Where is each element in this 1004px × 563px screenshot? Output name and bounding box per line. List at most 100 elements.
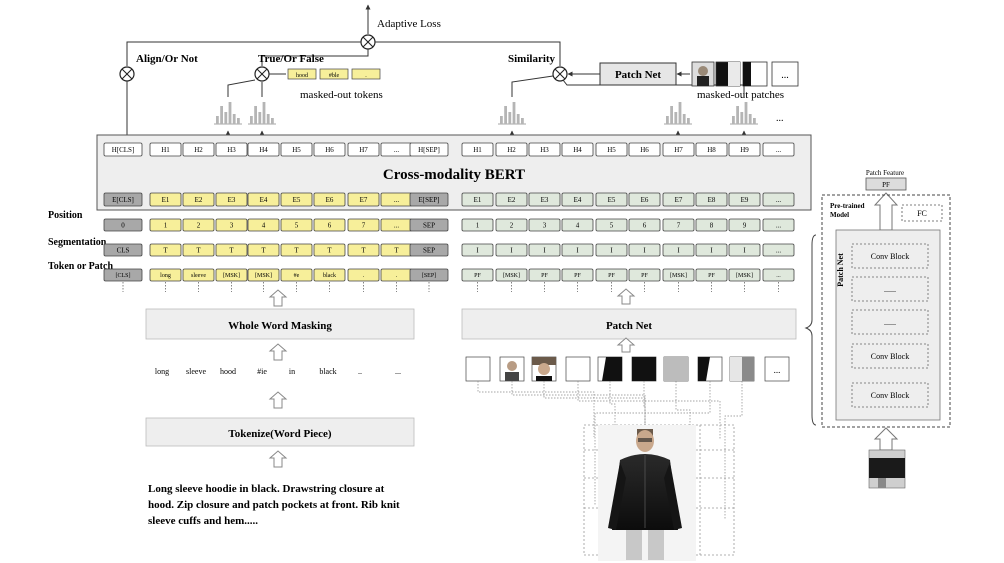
svg-text:Conv Block: Conv Block [871, 391, 909, 400]
adaptive-loss-label: Adaptive Loss [377, 18, 441, 30]
segment-cell [595, 243, 628, 257]
position-text: 3 [543, 222, 547, 230]
token-cell [495, 268, 528, 282]
position-text: 1 [476, 222, 480, 230]
token-text: long [160, 273, 171, 279]
position-text: 4 [262, 222, 266, 230]
up-arrow-icon [873, 192, 899, 231]
segment-cell [728, 243, 761, 257]
truefalse-label: True/Or False [258, 53, 324, 65]
segment-text: I [576, 247, 579, 255]
hidden-state-cell [762, 142, 795, 157]
token-text: [CLS] [116, 273, 131, 279]
segment-text: SEP [423, 247, 435, 255]
segment-text: I [743, 247, 746, 255]
embedding-cell [561, 192, 594, 207]
token-text: PF [574, 273, 581, 279]
svg-text:hood: hood [296, 73, 308, 79]
segment-cell [280, 243, 313, 257]
segment-cell [695, 243, 728, 257]
embedding-cell [662, 192, 695, 207]
embedding-text: ... [776, 196, 782, 204]
embedding-cell [495, 192, 528, 207]
token-cell [561, 268, 594, 282]
masked-patches-label: masked-out patches [697, 89, 784, 101]
up-arrow-icon [873, 427, 899, 451]
hidden-state-text: ... [394, 146, 400, 154]
similarity-label: Similarity [508, 53, 556, 65]
image-patch: ... [764, 356, 790, 382]
position-text: ... [394, 222, 400, 230]
embedding-cell [695, 192, 728, 207]
hidden-state-cell [280, 142, 313, 157]
embedding-text: E[SEP] [419, 196, 440, 204]
input-patch-thumbnail [868, 449, 906, 489]
position-cell [528, 218, 561, 232]
embedding-text: E7 [360, 196, 368, 204]
distribution-icon [498, 102, 526, 125]
position-text: 6 [643, 222, 647, 230]
segment-cell [409, 243, 449, 257]
image-patch [565, 356, 591, 382]
image-patch [697, 356, 723, 382]
hidden-state-cell [347, 142, 380, 157]
hidden-state-cell [628, 142, 661, 157]
embedding-cell [595, 192, 628, 207]
svg-text:...: ... [781, 70, 789, 81]
position-cell [762, 218, 795, 232]
patch-net-top-box [599, 62, 677, 86]
masked-patch-thumbnails: ... [691, 61, 799, 87]
position-text: 2 [510, 222, 514, 230]
masked-tokens-label: masked-out tokens [300, 89, 383, 101]
token-text: ... [776, 273, 781, 279]
embedding-cell [728, 192, 761, 207]
segment-text: ... [776, 247, 782, 255]
token-cell [347, 268, 380, 282]
hidden-state-text: H1 [473, 146, 482, 154]
embedding-cell [149, 192, 182, 207]
segment-cell [495, 243, 528, 257]
similarity-combiner-icon [552, 66, 568, 82]
word-token: #ie [257, 367, 267, 376]
svg-text:.: . [365, 73, 367, 79]
patch-net-vertical-label: Patch Net [836, 253, 845, 287]
token-text: . [363, 273, 365, 279]
hidden-state-text: H4 [259, 146, 268, 154]
embedding-text: E6 [326, 196, 334, 204]
hidden-state-text: H6 [640, 146, 649, 154]
embedding-cell [409, 192, 449, 207]
masked-token-chip [351, 68, 381, 80]
embedding-text: E4 [574, 196, 582, 204]
position-text: 1 [164, 222, 168, 230]
hidden-state-text: ... [776, 146, 782, 154]
embedding-cell [347, 192, 380, 207]
up-arrow-icon [268, 289, 288, 307]
embedding-cell [313, 192, 346, 207]
token-text: PF [608, 273, 615, 279]
hidden-state-cell [409, 142, 449, 157]
segment-text: T [394, 247, 399, 255]
segment-text: T [196, 247, 201, 255]
row-label-token: Token or Patch [48, 261, 113, 272]
word-token: long [155, 367, 169, 376]
embedding-text: E8 [708, 196, 716, 204]
segment-text: T [261, 247, 266, 255]
hidden-state-text: H7 [359, 146, 368, 154]
hidden-state-cell [695, 142, 728, 157]
token-text: sleeve [191, 273, 206, 279]
token-text: PF [541, 273, 548, 279]
masked-token-chip [287, 68, 317, 80]
embedding-text: E6 [641, 196, 649, 204]
hidden-state-cell [182, 142, 215, 157]
truefalse-combiner-icon [254, 66, 270, 82]
segment-text: T [163, 247, 168, 255]
segment-text: CLS [117, 247, 130, 255]
hidden-state-cell [461, 142, 494, 157]
token-cell [182, 268, 215, 282]
whole-word-masking-box [145, 308, 415, 340]
up-arrow-icon [268, 343, 288, 361]
position-text: 3 [230, 222, 234, 230]
